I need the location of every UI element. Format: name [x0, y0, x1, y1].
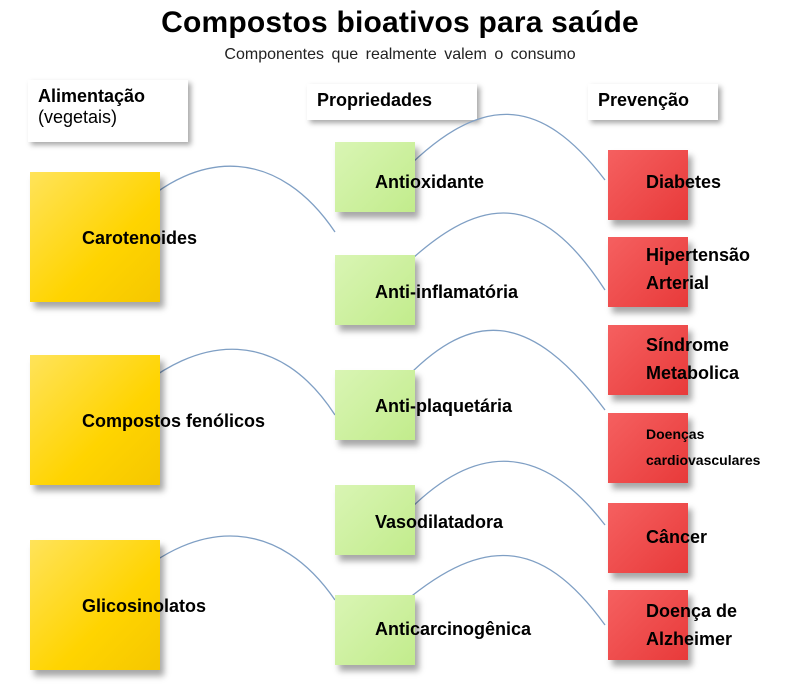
prevention-label: Síndrome: [646, 335, 730, 355]
prevention-label: Metabolica: [646, 363, 740, 383]
header-properties-label: Propriedades: [317, 90, 433, 110]
header-food: Alimentação (vegetais): [28, 80, 188, 142]
property-label: Vasodilatadora: [375, 512, 504, 532]
prevention-label: Câncer: [646, 527, 708, 547]
food-note-carotenoides: Carotenoides: [30, 172, 197, 302]
prevention-label: Arterial: [646, 273, 710, 293]
property-label: Anticarcinogênica: [375, 619, 532, 639]
header-food-sublabel: (vegetais): [38, 107, 118, 127]
food-label: Glicosinolatos: [82, 596, 207, 616]
property-note-anticarcinogenica: Anticarcinogênica: [335, 595, 531, 665]
connector-line: [394, 113, 606, 181]
prevention-note-alzheimer: Doença de Alzheimer: [608, 590, 737, 660]
connector-line: [394, 329, 606, 411]
property-note-anti-plaquetaria: Anti-plaquetária: [335, 370, 512, 440]
prevention-label: Alzheimer: [646, 629, 733, 649]
prevention-label: Doenças: [646, 426, 705, 442]
property-label: Antioxidante: [375, 172, 485, 192]
prevention-label: Diabetes: [646, 172, 722, 192]
food-label: Carotenoides: [82, 228, 198, 248]
prevention-label: Hipertensão: [646, 245, 751, 265]
prevention-note-doencas-cardiovasculares: Doenças cardiovasculares: [608, 413, 760, 483]
property-label: Anti-inflamatória: [375, 282, 519, 302]
header-food-label: Alimentação: [38, 86, 146, 106]
prevention-label: Doença de: [646, 601, 738, 621]
page-subtitle: Componentes que realmente valem o consum…: [224, 46, 576, 63]
prevention-note-cancer: Câncer: [608, 503, 707, 573]
header-prevention: Prevenção: [588, 84, 718, 120]
prevention-label: cardiovasculares: [646, 452, 761, 468]
connector-line: [129, 165, 336, 233]
food-note-compostos-fenolicos: Compostos fenólicos: [30, 355, 265, 485]
connector-line: [394, 554, 606, 626]
food-label: Compostos fenólicos: [82, 411, 266, 431]
food-note-glicosinolatos: Glicosinolatos: [30, 540, 206, 670]
prevention-note-sindrome-metabolica: Síndrome Metabolica: [608, 325, 739, 395]
property-note-anti-inflamatoria: Anti-inflamatória: [335, 255, 518, 325]
header-prevention-label: Prevenção: [598, 90, 690, 110]
prevention-note-hipertensao: Hipertensão Arterial: [608, 237, 750, 307]
property-note-antioxidante: Antioxidante: [335, 142, 484, 212]
prevention-note-diabetes: Diabetes: [608, 150, 721, 220]
connector-line: [394, 460, 606, 526]
connector-line: [394, 212, 606, 291]
property-note-vasodilatadora: Vasodilatadora: [335, 485, 503, 555]
property-label: Anti-plaquetária: [375, 396, 513, 416]
header-properties: Propriedades: [307, 84, 477, 120]
page-title: Compostos bioativos para saúde: [161, 6, 639, 39]
